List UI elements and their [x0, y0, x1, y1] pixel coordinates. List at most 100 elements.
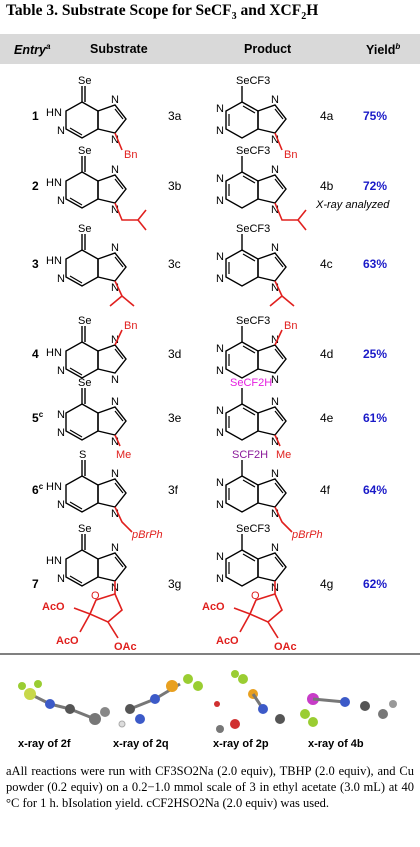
svg-text:N: N — [271, 242, 279, 254]
svg-text:N: N — [216, 343, 224, 355]
svg-text:Bn: Bn — [284, 320, 297, 332]
entry-number: 3 — [32, 257, 39, 271]
svg-text:N: N — [216, 405, 224, 417]
table-row: 2 Se HN N N N 3b SeCF3 N N N N — [32, 145, 390, 231]
svg-text:N: N — [111, 282, 119, 294]
svg-text:Se: Se — [78, 75, 91, 87]
svg-text:N: N — [216, 477, 224, 489]
table-body: 1 Se HN N N N Bn 3a SeCF3 N N N N Bn — [0, 75, 420, 733]
svg-text:Se: Se — [78, 223, 91, 235]
svg-text:N: N — [271, 436, 279, 448]
svg-text:OAc: OAc — [274, 641, 297, 653]
svg-text:N: N — [111, 396, 119, 408]
svg-text:S: S — [79, 449, 86, 461]
substrate-structure: Se HN N N N Bn — [46, 75, 137, 161]
svg-text:N: N — [271, 508, 279, 520]
entry-number: 6c — [32, 482, 44, 497]
product-id: 4g — [320, 577, 333, 591]
svg-text:Se: Se — [78, 145, 91, 157]
svg-text:O: O — [91, 590, 100, 602]
product-id: 4d — [320, 347, 333, 361]
svg-text:Bn: Bn — [124, 149, 137, 161]
svg-text:HN: HN — [46, 107, 62, 119]
yield-value: 64% — [363, 483, 387, 497]
substrate-id: 3c — [168, 257, 181, 271]
yield-value: 75% — [363, 109, 387, 123]
svg-text:N: N — [271, 468, 279, 480]
svg-text:HN: HN — [46, 177, 62, 189]
substrate-id: 3a — [168, 109, 182, 123]
svg-text:N: N — [111, 508, 119, 520]
svg-text:N: N — [111, 374, 119, 386]
svg-text:AcO: AcO — [216, 635, 239, 647]
xray-note: X-ray analyzed — [315, 199, 390, 211]
xray-caption: x-ray of 2p — [213, 738, 269, 750]
svg-text:N: N — [111, 134, 119, 146]
substrate-structure: Se N N N N Me — [57, 377, 131, 461]
product-id: 4b — [320, 179, 334, 193]
yield-value: 61% — [363, 411, 387, 425]
svg-text:N: N — [111, 334, 119, 346]
xray-caption: x-ray of 2f — [18, 738, 71, 750]
svg-text:Se: Se — [78, 315, 91, 327]
footnote: aAll reactions were run with CF3SO2Na (2… — [6, 764, 414, 810]
svg-text:N: N — [57, 427, 65, 439]
svg-text:O: O — [251, 590, 260, 602]
svg-text:N: N — [216, 499, 224, 511]
svg-text:SeCF3: SeCF3 — [236, 523, 270, 535]
svg-text:SeCF3: SeCF3 — [236, 75, 270, 87]
svg-text:N: N — [216, 551, 224, 563]
table-row: 1 Se HN N N N Bn 3a SeCF3 N N N N Bn — [32, 75, 387, 161]
product-structure: SeCF3 N N N N Bn — [216, 75, 297, 161]
header-substrate: Substrate — [90, 42, 148, 56]
svg-text:pBrPh: pBrPh — [291, 529, 323, 541]
product-id: 4c — [320, 257, 333, 271]
svg-text:N: N — [111, 94, 119, 106]
substrate-id: 3b — [168, 179, 182, 193]
xray-image-2p — [214, 670, 285, 733]
svg-text:N: N — [216, 427, 224, 439]
substrate-structure: Se HN N N N O AcO AcO OAc — [42, 523, 137, 653]
svg-text:AcO: AcO — [56, 635, 79, 647]
svg-text:HN: HN — [46, 347, 62, 359]
table-row: 4 Se HN N N N Bn 3d SeCF3 N N N N Bn — [32, 315, 387, 386]
svg-text:N: N — [57, 195, 65, 207]
svg-text:N: N — [271, 374, 279, 386]
substrate-id: 3g — [168, 577, 181, 591]
table-row: 7 Se HN N N N O AcO AcO OAc 3g — [32, 523, 387, 653]
yield-value: 63% — [363, 257, 387, 271]
svg-text:N: N — [271, 94, 279, 106]
table-row: 6c S HN N N N pBrPh 3f SCF2H N N N N pBr… — [32, 449, 387, 541]
svg-text:AcO: AcO — [202, 601, 225, 613]
svg-text:HN: HN — [46, 255, 62, 267]
header-yield: Yieldb — [366, 42, 401, 58]
table-row: 3 Se HN N N N 3c SeCF3 N N N N — [32, 223, 387, 307]
substrate-id: 3f — [168, 483, 179, 497]
svg-text:N: N — [271, 334, 279, 346]
yield-value: 72% — [363, 179, 387, 193]
svg-text:N: N — [111, 204, 119, 216]
xray-image-2f — [18, 680, 110, 725]
substrate-id: 3e — [168, 411, 182, 425]
svg-text:N: N — [57, 273, 65, 285]
svg-text:N: N — [271, 134, 279, 146]
entry-number: 4 — [32, 347, 39, 361]
svg-text:SeCF3: SeCF3 — [236, 145, 270, 157]
table-title: Table 3. Substrate Scope for SeCF3 and X… — [6, 2, 319, 23]
svg-text:Se: Se — [78, 377, 91, 389]
product-structure: SeCF3 N N N N — [216, 145, 307, 231]
table-header: Entrya Substrate Product Yieldb — [0, 34, 420, 64]
svg-text:N: N — [216, 103, 224, 115]
svg-text:N: N — [216, 365, 224, 377]
svg-text:N: N — [216, 573, 224, 585]
product-id: 4a — [320, 109, 334, 123]
svg-text:N: N — [271, 396, 279, 408]
entry-number: 5c — [32, 410, 44, 425]
svg-text:N: N — [111, 468, 119, 480]
svg-text:Bn: Bn — [284, 149, 297, 161]
xray-caption: x-ray of 4b — [308, 738, 364, 750]
svg-text:SeCF2H: SeCF2H — [230, 377, 272, 389]
svg-text:SeCF3: SeCF3 — [236, 223, 270, 235]
substrate-structure: Se HN N N N — [46, 223, 135, 307]
svg-text:N: N — [111, 436, 119, 448]
